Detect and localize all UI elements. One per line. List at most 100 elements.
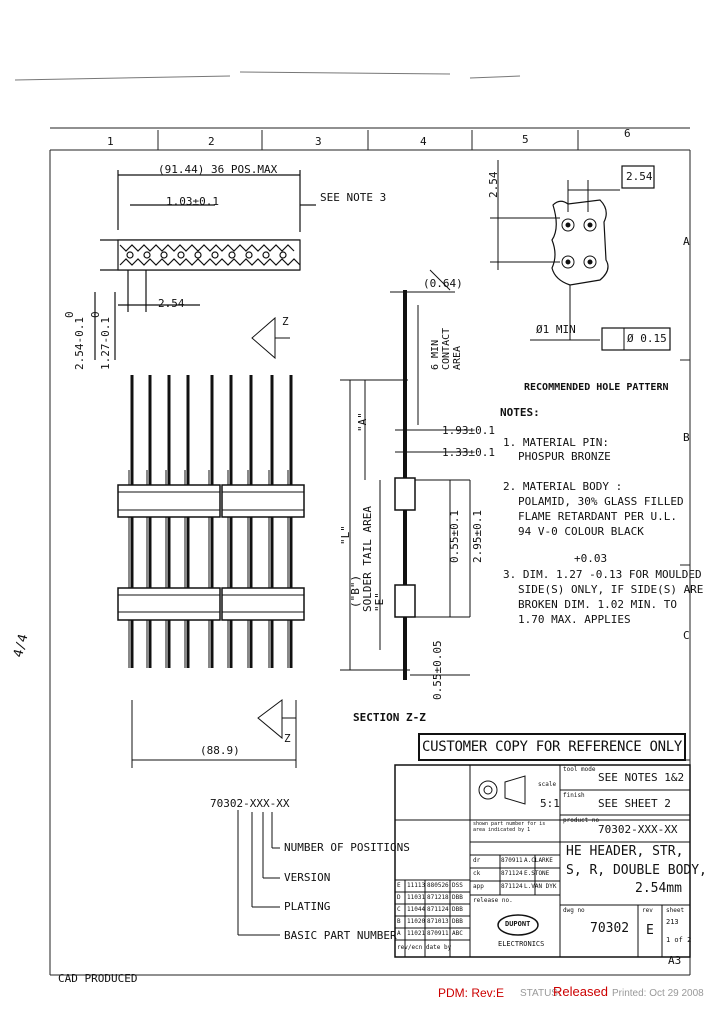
dim-a: "A" <box>356 412 369 432</box>
rev-row-c-letter: C <box>397 906 401 913</box>
column-number-4: 4 <box>420 135 427 148</box>
tool-mode-value: SEE NOTES 1&2 <box>598 771 685 784</box>
note-3-line-4: 1.70 MAX. APPLIES <box>518 613 631 626</box>
title-line-1: HE HEADER, STR, <box>566 844 684 859</box>
rev-row-a-ecn: 11021 <box>407 930 426 937</box>
part-number-code: 70302-XXX-XX <box>210 797 290 810</box>
rev-row-d-date: 871218 <box>427 894 449 901</box>
title-block-grid <box>394 764 691 958</box>
column-number-1: 1 <box>107 135 114 148</box>
dim-055-b: 0.55±0.05 <box>431 640 444 700</box>
rev-row-a-letter: A <box>397 930 401 937</box>
top-ruler <box>49 127 691 976</box>
drawn-role-1: dr <box>473 857 481 864</box>
dim-l: "L" <box>339 525 352 545</box>
row-letter-c: C <box>683 629 690 642</box>
rev-row-e-letter: E <box>397 882 401 889</box>
dim-295: 2.95±0.1 <box>471 510 484 563</box>
hole-pattern <box>490 160 671 351</box>
note-3-line-3: BROKEN DIM. 1.02 MIN. TO <box>518 598 677 611</box>
front-view-pins <box>117 316 305 768</box>
product-no-label: product no <box>563 817 600 824</box>
hole-pitch-h: 2.54 <box>626 170 653 183</box>
rev-row-e-date: 880526 <box>427 882 449 889</box>
legend-basic-part: BASIC PART NUMBER <box>284 929 397 942</box>
rev-row-a-date: 870911 <box>427 930 449 937</box>
row-letter-a: A <box>683 235 690 248</box>
product-no-value: 70302-XXX-XX <box>598 823 678 836</box>
scale-label: scale <box>538 781 557 788</box>
title-line-3: 2.54mm <box>635 881 682 896</box>
rev-row-b-date: 871013 <box>427 918 449 925</box>
column-number-5: 5 <box>522 133 529 146</box>
tool-mode-label: tool mode <box>563 766 596 773</box>
legend-plating: PLATING <box>284 900 331 913</box>
drawn-date-3: 871124 <box>501 883 523 890</box>
tip-dim: (0.64) <box>423 277 463 290</box>
column-number-6: 6 <box>624 127 631 140</box>
column-number-3: 3 <box>315 135 322 148</box>
pdm-rev: PDM: Rev:E <box>438 986 505 1000</box>
cad-produced: CAD PRODUCED <box>58 972 138 985</box>
status-label: STATUS: <box>520 988 561 999</box>
position-tolerance: Ø 0.15 <box>627 332 667 345</box>
note-3-tolerance: +0.03 <box>574 552 608 565</box>
hole-pitch-v: 2.54 <box>487 171 500 199</box>
dwg-no-label: dwg no <box>563 907 585 914</box>
company-name: ELECTRONICS <box>498 940 545 948</box>
note-2-line-1: 2. MATERIAL BODY : <box>503 480 623 493</box>
hole-pattern-title: RECOMMENDED HOLE PATTERN <box>524 382 669 393</box>
sheet-size: A3 <box>668 954 682 967</box>
overall-dim-label: (91.44) 36 POS.MAX <box>158 163 278 176</box>
section-marker-top: Z <box>282 315 289 328</box>
note-3-line-2: SIDE(S) ONLY, IF SIDE(S) ARE <box>518 583 704 596</box>
customer-copy-banner: CUSTOMER COPY FOR REFERENCE ONLY <box>418 733 686 761</box>
drawn-role-3: app <box>473 883 484 890</box>
drawn-by-2: E.STONE <box>524 870 550 877</box>
scale-value: 5:1 <box>540 797 560 810</box>
rev-row-b-by: DBB <box>452 918 463 925</box>
note-2-line-4: 94 V-0 COLOUR BLACK <box>518 525 644 538</box>
dupont-logo: DUPONT <box>505 920 531 928</box>
row-letter-b: B <box>683 431 690 444</box>
rev-row-e-by: DSS <box>452 882 463 889</box>
rev-row-c-by: DBB <box>452 906 463 913</box>
drawn-by-3: L.VAN DYK <box>524 883 557 890</box>
rev-row-a-by: ABC <box>452 930 463 937</box>
pitch-label: 2.54 <box>158 297 185 310</box>
note-2-line-2: POLAMID, 30% GLASS FILLED <box>518 495 684 508</box>
rev-row-d-by: DBB <box>452 894 463 901</box>
notes-heading: NOTES: <box>500 406 540 419</box>
rev-label: rev <box>642 907 653 914</box>
drawn-date-1: 870911 <box>501 857 523 864</box>
hole-diameter: Ø1 MIN <box>536 323 576 336</box>
pitch-tolerance-label: 1.03±0.1 <box>166 195 219 208</box>
sheet-value: 1 of 2 <box>666 936 692 944</box>
see-note-label: SEE NOTE 3 <box>320 191 387 204</box>
solder-tail-label: SOLDER TAIL AREA "E" <box>361 506 386 612</box>
rev-row-d-ecn: 11031 <box>407 894 426 901</box>
rev-row-b-ecn: 11020 <box>407 918 426 925</box>
section-view <box>340 269 472 680</box>
finish-value: SEE SHEET 2 <box>598 797 671 810</box>
note-3-line-1: 3. DIM. 1.27 -0.13 FOR MOULDED <box>503 568 702 581</box>
title-line-2: S, R, DOUBLE BODY, <box>566 863 707 878</box>
status-value: Released <box>553 984 608 999</box>
column-number-2: 2 <box>208 135 215 148</box>
dim-055-a: 0.55±0.1 <box>448 510 461 563</box>
width-2-label: 1.33±0.1 <box>442 446 495 459</box>
rev-row-e-ecn: 11113 <box>407 882 426 889</box>
rev-row-d-letter: D <box>397 894 401 901</box>
legend-positions: NUMBER OF POSITIONS <box>284 841 410 854</box>
note-1-line-2: PHOSPUR BRONZE <box>518 450 611 463</box>
rev-row-b-letter: B <box>397 918 401 925</box>
top-view-strip <box>94 170 316 360</box>
sheet-label: sheet <box>666 907 685 914</box>
rev-value: E <box>646 923 654 938</box>
note-2-line-3: FLAME RETARDANT PER U.L. <box>518 510 677 523</box>
overall-width-label: (88.9) <box>200 744 240 757</box>
release-label: release no. <box>473 897 513 904</box>
dim-127: 1.27-0.1 <box>99 317 112 370</box>
rev-header: rev/ecn date by <box>397 944 452 951</box>
finish-label: finish <box>563 792 585 799</box>
